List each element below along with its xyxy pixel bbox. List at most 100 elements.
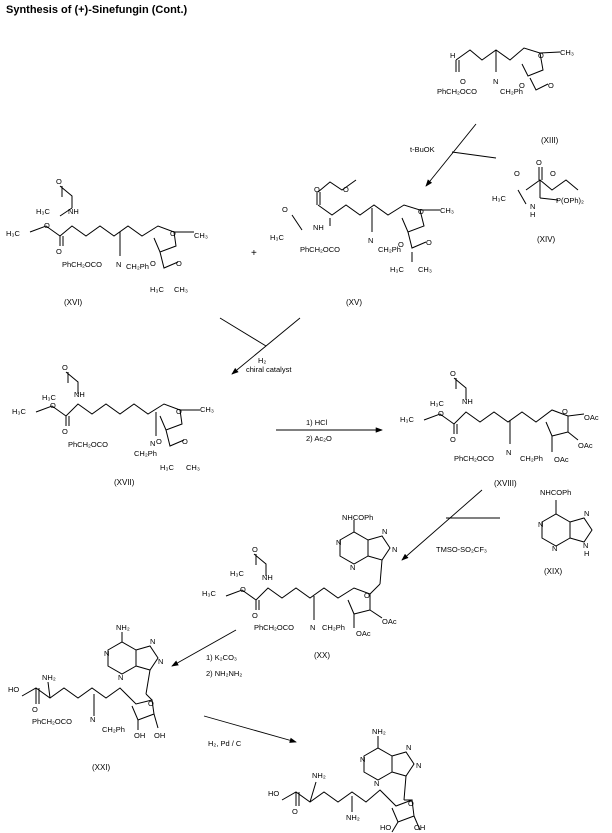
xviii-cbz: PhCH₂OCO (454, 454, 494, 463)
xviii-o-carbonyl: O (450, 435, 456, 444)
aldehyde-H: H (450, 51, 455, 60)
xv-acetonide-me1: H₃C (390, 265, 404, 274)
xxi-cbz: PhCH₂OCO (32, 717, 72, 726)
page-title: Synthesis of (+)-Sinefungin (Cont.) (6, 4, 188, 16)
xiii-ring-o: O (538, 51, 544, 60)
xvi-nh: NH (68, 207, 79, 216)
xxi-oh-2: OH (154, 731, 165, 740)
xiii-cbz: PhCH₂OCO (437, 87, 477, 96)
xvii-nh: NH (74, 390, 85, 399)
xviii-oac-2: OAc (578, 441, 593, 450)
xv-o: O (314, 185, 320, 194)
xiv-h: H (530, 210, 535, 219)
final-ring-o: O (408, 799, 414, 808)
xx-n: N (310, 623, 315, 632)
arrow-step2-branch (219, 317, 267, 347)
xviii-oac-1: OAc (584, 413, 599, 422)
label-XIV: (XIV) (537, 235, 556, 244)
xiv-o-ester: O (550, 169, 556, 178)
final-n3: N (374, 779, 379, 788)
xxi-nh2: NH₂ (116, 623, 130, 632)
xv-nh: NH (313, 223, 324, 232)
compound-XV: O O O H₃C NH PhCH₂OCO N CH₂Ph O O O CH₃ … (270, 179, 454, 307)
xviii-o-ester: O (438, 409, 444, 418)
xxi-bn: CH₂Ph (102, 725, 125, 734)
xvi-h3c-ethyl: H₃C (6, 229, 20, 238)
xvi-o-left: O (150, 259, 156, 268)
xv-acetonide-me2: CH₃ (418, 265, 432, 274)
xviii-ring-o: O (562, 407, 568, 416)
xx-h3c-acetyl: H₃C (230, 569, 244, 578)
xv-bn: CH₂Ph (378, 245, 401, 254)
xix-nhcoph: NHCOPh (540, 488, 571, 497)
label-XX: (XX) (314, 651, 330, 660)
xviii-n: N (506, 448, 511, 457)
final-oh-ring: OH (414, 823, 425, 832)
xiii-o-right: O (548, 81, 554, 90)
xv-o-right: O (426, 238, 432, 247)
xvii-ome: CH₃ (200, 405, 214, 414)
xiv-h3c: H₃C (492, 194, 506, 203)
xx-nh: NH (262, 573, 273, 582)
xx-o-amide: O (252, 545, 258, 554)
xvi-acetonide-me2: CH₃ (174, 285, 188, 294)
xvi-h3c-acetyl: H₃C (36, 207, 50, 216)
reagent-step5-line1: 1) K₂CO₃ (206, 653, 237, 662)
xvi-o-right: O (176, 259, 182, 268)
compound-sinefungin: NH₂ N N N N HO NH₂ O NH₂ O HO OH (268, 727, 425, 833)
xvi-ome: CH₃ (194, 231, 208, 240)
xix-h: H (584, 549, 589, 558)
xx-cbz: PhCH₂OCO (254, 623, 294, 632)
xv-h3c: H₃C (270, 233, 284, 242)
reagent-step5-line2: 2) NH₂NH₂ (206, 669, 242, 678)
xxi-oh-1: OH (134, 731, 145, 740)
label-XV: (XV) (346, 298, 362, 307)
compound-XVIII: O NH H₃C H₃C O O PhCH₂OCO N CH₂Ph O OAc … (400, 369, 599, 488)
xxi-n: N (90, 715, 95, 724)
xix-n1: N (538, 520, 543, 529)
xvii-acetonide-me1: H₃C (160, 463, 174, 472)
xx-nhcoph: NHCOPh (342, 513, 373, 522)
final-nh2: NH₂ (372, 727, 386, 736)
xx-ring-o: O (364, 591, 370, 600)
final-nh2-alpha: NH₂ (312, 771, 326, 780)
final-ho: HO (268, 789, 279, 798)
xiii-bn: CH₂Ph (500, 87, 523, 96)
reagent-step2-line2: chiral catalyst (246, 365, 292, 374)
compound-XIX: NHCOPh N N N N H (XIX) (538, 488, 593, 576)
xvi-n: N (116, 260, 121, 269)
xiv-phos: P(OPh)₂ (556, 196, 584, 205)
reagent-step1: t-BuOK (410, 145, 435, 154)
xviii-oac-3: OAc (554, 455, 569, 464)
xvii-o-amide: O (62, 363, 68, 372)
xiii-ome: CH₃ (560, 48, 574, 57)
xviii-h3c-acetyl: H₃C (430, 399, 444, 408)
xix-n7: N (584, 509, 589, 518)
xx-n3: N (350, 563, 355, 572)
xviii-h3c-ethyl: H₃C (400, 415, 414, 424)
xv-o-left: O (398, 240, 404, 249)
xx-oac-2: OAc (356, 629, 371, 638)
xxi-ho: HO (8, 685, 19, 694)
xix-n9: N (583, 541, 588, 550)
final-ho-ring: HO (380, 823, 391, 832)
xx-n9: N (392, 545, 397, 554)
xxi-n7: N (150, 637, 155, 646)
xxi-n3: N (118, 673, 123, 682)
reagent-labels: t-BuOK H₂ chiral catalyst 1) HCl 2) Ac₂O… (206, 145, 487, 748)
xvii-n: N (150, 439, 155, 448)
xv-ring-o: O (418, 207, 424, 216)
xx-oac-1: OAc (382, 617, 397, 626)
arrow-step1 (425, 123, 477, 187)
xviii-bn: CH₂Ph (520, 454, 543, 463)
reagent-step3-line2: 2) Ac₂O (306, 434, 332, 443)
arrow-step5 (171, 629, 237, 667)
xvii-h3c-ethyl: H₃C (12, 407, 26, 416)
xvii-o-right: O (182, 437, 188, 446)
label-XXI: (XXI) (92, 763, 111, 772)
xv-cbz: PhCH₂OCO (300, 245, 340, 254)
compound-XIII: H O N PhCH₂OCO CH₂Ph O O O CH₃ (XIII) (437, 47, 574, 145)
xix-n3: N (552, 544, 557, 553)
reagent-step6: H₂, Pd / C (208, 739, 242, 748)
xviii-o-amide: O (450, 369, 456, 378)
